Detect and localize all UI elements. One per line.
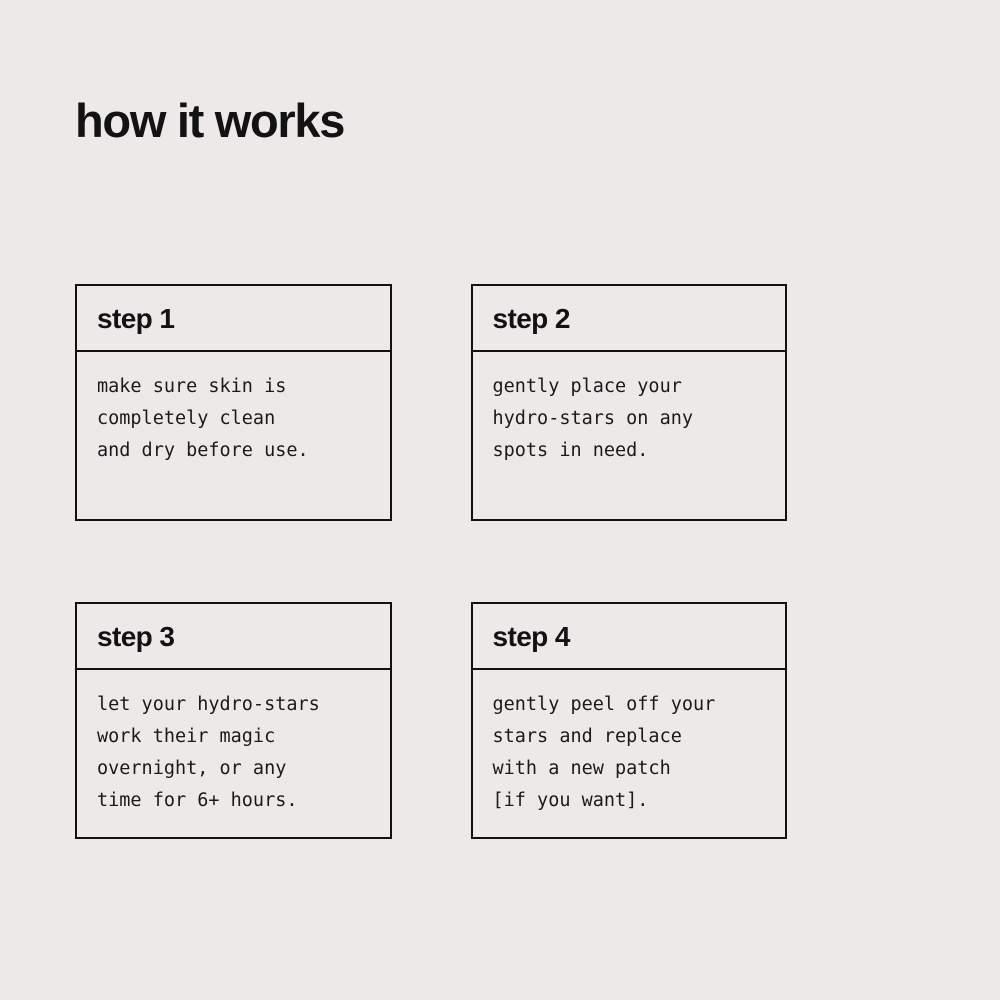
step-card-4-header: step 4 xyxy=(472,604,785,670)
steps-row-bottom: step 3 let your hydro-stars work their m… xyxy=(75,602,787,839)
step-card-3-body: let your hydro-stars work their magic ov… xyxy=(97,694,320,811)
steps-grid: step 1 make sure skin is completely clea… xyxy=(75,284,787,839)
page-title: how it works xyxy=(75,94,345,147)
step-card-4-body: gently peel off your stars and replace w… xyxy=(492,694,716,811)
step-card-1: step 1 make sure skin is completely clea… xyxy=(75,284,392,521)
step-card-2-body: gently place your hydro-stars on any spo… xyxy=(492,376,693,461)
step-card-3-header: step 3 xyxy=(77,604,390,670)
step-card-2: step 2 gently place your hydro-stars on … xyxy=(470,284,787,521)
step-card-4: step 4 gently peel off your stars and re… xyxy=(470,602,787,839)
step-card-1-body: make sure skin is completely clean and d… xyxy=(97,376,309,461)
steps-row-top: step 1 make sure skin is completely clea… xyxy=(75,284,787,521)
step-card-3: step 3 let your hydro-stars work their m… xyxy=(75,602,392,839)
step-card-1-header: step 1 xyxy=(77,286,390,352)
step-card-2-header: step 2 xyxy=(472,286,785,352)
